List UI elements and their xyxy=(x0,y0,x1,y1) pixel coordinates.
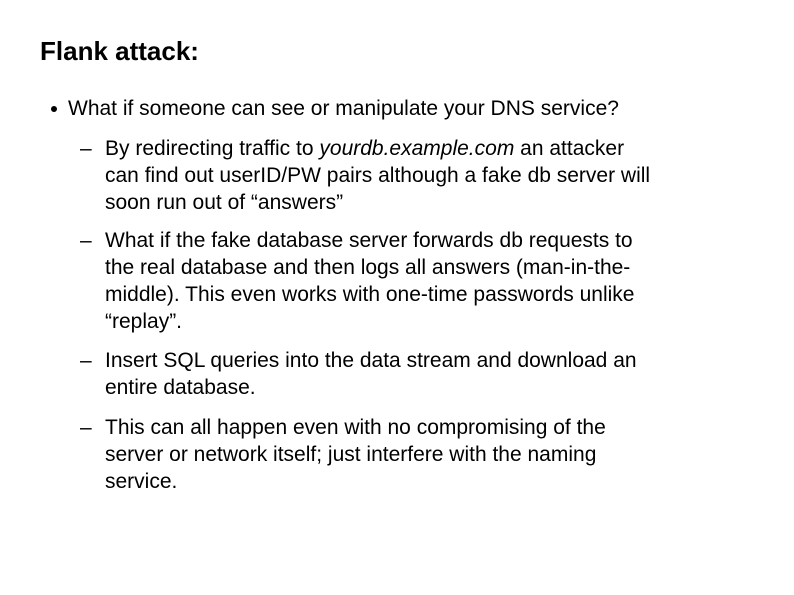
sub-bullet-item: – This can all happen even with no compr… xyxy=(80,414,755,495)
sub-bullet-text: By redirecting traffic to yourdb.example… xyxy=(105,135,755,216)
bullet-text: What if someone can see or manipulate yo… xyxy=(68,97,619,120)
bullet-item: What if someone can see or manipulate yo… xyxy=(51,95,619,122)
sub-bullet-text-suffix: an attacker can find out userID/PW pairs… xyxy=(105,137,651,214)
bullet-dot-icon xyxy=(51,106,57,112)
dash-bullet-marker: – xyxy=(80,349,92,372)
slide-title: Flank attack: xyxy=(40,36,199,66)
dash-bullet-marker: – xyxy=(80,229,92,252)
sub-bullet-item: – By redirecting traffic to yourdb.examp… xyxy=(80,135,755,216)
sub-bullet-text: What if the fake database server forward… xyxy=(105,229,635,333)
sub-bullet-item: – Insert SQL queries into the data strea… xyxy=(80,347,755,401)
sub-bullet-item: – What if the fake database server forwa… xyxy=(80,227,755,335)
sub-bullet-text-prefix: By redirecting traffic to xyxy=(105,137,314,160)
italic-hostname: yourdb.example.com xyxy=(319,137,515,160)
sub-bullet-text: Insert SQL queries into the data stream … xyxy=(105,349,637,399)
dash-bullet-marker: – xyxy=(80,416,92,439)
dash-bullet-marker: – xyxy=(80,137,92,160)
sub-bullet-text: This can all happen even with no comprom… xyxy=(105,416,606,493)
